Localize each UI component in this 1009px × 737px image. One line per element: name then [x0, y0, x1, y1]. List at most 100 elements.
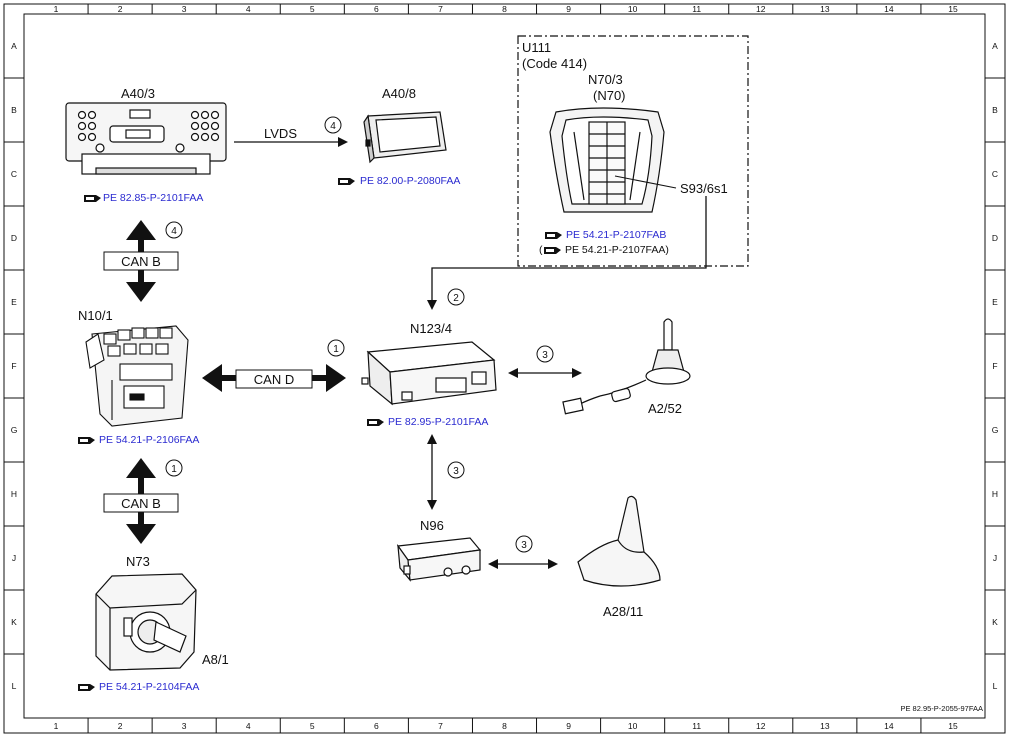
n123-4-label: N123/4 — [410, 321, 452, 336]
column-number-bottom: 13 — [820, 721, 830, 731]
column-number-bottom: 6 — [374, 721, 379, 731]
column-number-bottom: 8 — [502, 721, 507, 731]
n123-4-ref-text[interactable]: PE 82.95-P-2101FAA — [388, 416, 488, 428]
n70-3-label: N70/3 — [588, 72, 623, 87]
row-letter-right: B — [992, 105, 998, 115]
a40-8-display-icon — [363, 111, 447, 164]
a28-11-label: A28/11 — [603, 604, 643, 619]
lvds-marker-num: 4 — [330, 121, 336, 132]
row-letter-left: J — [12, 553, 16, 563]
column-number-top: 6 — [374, 4, 379, 14]
can-b-bottom-label: CAN B — [121, 496, 161, 511]
can-d-label: CAN D — [254, 372, 294, 387]
n73-ignition-switch-icon — [95, 573, 197, 671]
n70-ref-alt-text[interactable]: PE 54.21-P-2107FAA) — [565, 244, 669, 256]
column-number-bottom: 1 — [54, 721, 59, 731]
n10-1-ref[interactable]: PE 54.21-P-2106FAA — [78, 434, 199, 446]
row-letter-left: A — [11, 41, 17, 51]
row-letter-left: H — [11, 489, 17, 499]
can-b-bottom-arrows — [126, 458, 156, 544]
column-number-top: 1 — [54, 4, 59, 14]
lvds-marker — [324, 116, 342, 134]
row-letter-left: C — [11, 169, 17, 179]
can-b-bottom-box — [103, 493, 179, 513]
n96-label: N96 — [420, 518, 444, 533]
u111-link-marker — [447, 288, 465, 306]
can-b-top-arrows — [126, 220, 156, 302]
column-number-bottom: 4 — [246, 721, 251, 731]
can-b-bottom-marker — [165, 459, 183, 477]
can-d-box — [235, 369, 313, 389]
column-number-top: 3 — [182, 4, 187, 14]
a40-3-ref-text[interactable]: PE 82.85-P-2101FAA — [103, 192, 203, 204]
row-letter-left: E — [11, 297, 17, 307]
can-d-marker — [327, 339, 345, 357]
column-number-top: 15 — [948, 4, 958, 14]
column-number-top: 10 — [628, 4, 638, 14]
column-number-bottom: 15 — [948, 721, 958, 731]
can-b-top-marker-num: 4 — [171, 226, 177, 237]
column-number-bottom: 11 — [692, 721, 701, 731]
can-b-bottom-marker-num: 1 — [171, 464, 177, 475]
n123-4-ref[interactable]: PE 82.95-P-2101FAA — [367, 416, 488, 428]
can-b-top-marker — [165, 221, 183, 239]
a28-11-marker-num: 3 — [521, 540, 527, 551]
column-number-bottom: 3 — [182, 721, 187, 731]
n70-label: (N70) — [593, 88, 626, 103]
a40-8-ref-text[interactable]: PE 82.00-P-2080FAA — [360, 175, 460, 187]
a8-1-ref-text[interactable]: PE 54.21-P-2104FAA — [99, 681, 199, 693]
column-ruler: 1122334455667788991010111112121313141415… — [54, 4, 958, 733]
n10-1-ref-text[interactable]: PE 54.21-P-2106FAA — [99, 434, 199, 446]
code414-label: (Code 414) — [522, 56, 587, 71]
a40-8-label: A40/8 — [382, 86, 416, 101]
column-number-top: 13 — [820, 4, 830, 14]
column-number-top: 7 — [438, 4, 443, 14]
a40-3-head-unit-icon — [65, 102, 227, 175]
row-letter-left: K — [11, 617, 17, 627]
column-number-bottom: 10 — [628, 721, 638, 731]
n70-ref-primary-text[interactable]: PE 54.21-P-2107FAB — [566, 229, 666, 241]
row-letter-right: F — [992, 361, 997, 371]
u111-label: U111 — [522, 40, 551, 55]
row-letter-left: G — [11, 425, 18, 435]
u111-region — [517, 35, 749, 267]
n96-marker-num: 3 — [453, 466, 459, 477]
column-number-bottom: 7 — [438, 721, 443, 731]
u111-link-marker-num: 2 — [453, 293, 459, 304]
n70-ref-alt-open: ( — [539, 244, 543, 256]
can-d-arrows — [202, 364, 346, 392]
a8-1-ref[interactable]: PE 54.21-P-2104FAA — [78, 681, 199, 693]
n10-1-label: N10/1 — [78, 308, 113, 323]
row-letter-left: L — [12, 681, 17, 691]
a40-3-label: A40/3 — [121, 86, 155, 101]
row-letter-right: J — [993, 553, 997, 563]
column-number-top: 14 — [884, 4, 894, 14]
drawing-frame: 1122334455667788991010111112121313141415… — [3, 3, 1006, 734]
column-number-bottom: 12 — [756, 721, 766, 731]
a28-11-marker — [515, 535, 533, 553]
row-letter-right: D — [992, 233, 998, 243]
column-number-top: 4 — [246, 4, 251, 14]
column-number-top: 2 — [118, 4, 123, 14]
n73-label: N73 — [126, 554, 150, 569]
row-letter-left: B — [11, 105, 17, 115]
row-letter-right: C — [992, 169, 998, 179]
n70-ref-alt[interactable]: ( PE 54.21-P-2107FAA) — [539, 244, 669, 256]
can-b-top-label: CAN B — [121, 254, 161, 269]
column-number-bottom: 14 — [884, 721, 894, 731]
column-number-top: 11 — [692, 4, 701, 14]
row-letter-right: E — [992, 297, 998, 307]
column-number-top: 8 — [502, 4, 507, 14]
n70-ref-primary[interactable]: PE 54.21-P-2107FAB — [545, 229, 666, 241]
column-number-top: 5 — [310, 4, 315, 14]
row-letter-right: A — [992, 41, 998, 51]
u111-to-n123-connection — [427, 196, 707, 310]
n123-4-module-icon — [361, 341, 497, 406]
row-letter-left: D — [11, 233, 17, 243]
a40-8-ref[interactable]: PE 82.00-P-2080FAA — [338, 175, 460, 187]
n96-marker — [447, 461, 465, 479]
a40-3-ref[interactable]: PE 82.85-P-2101FAA — [84, 192, 203, 204]
s93-leader — [614, 175, 677, 189]
a8-1-label: A8/1 — [202, 652, 229, 667]
